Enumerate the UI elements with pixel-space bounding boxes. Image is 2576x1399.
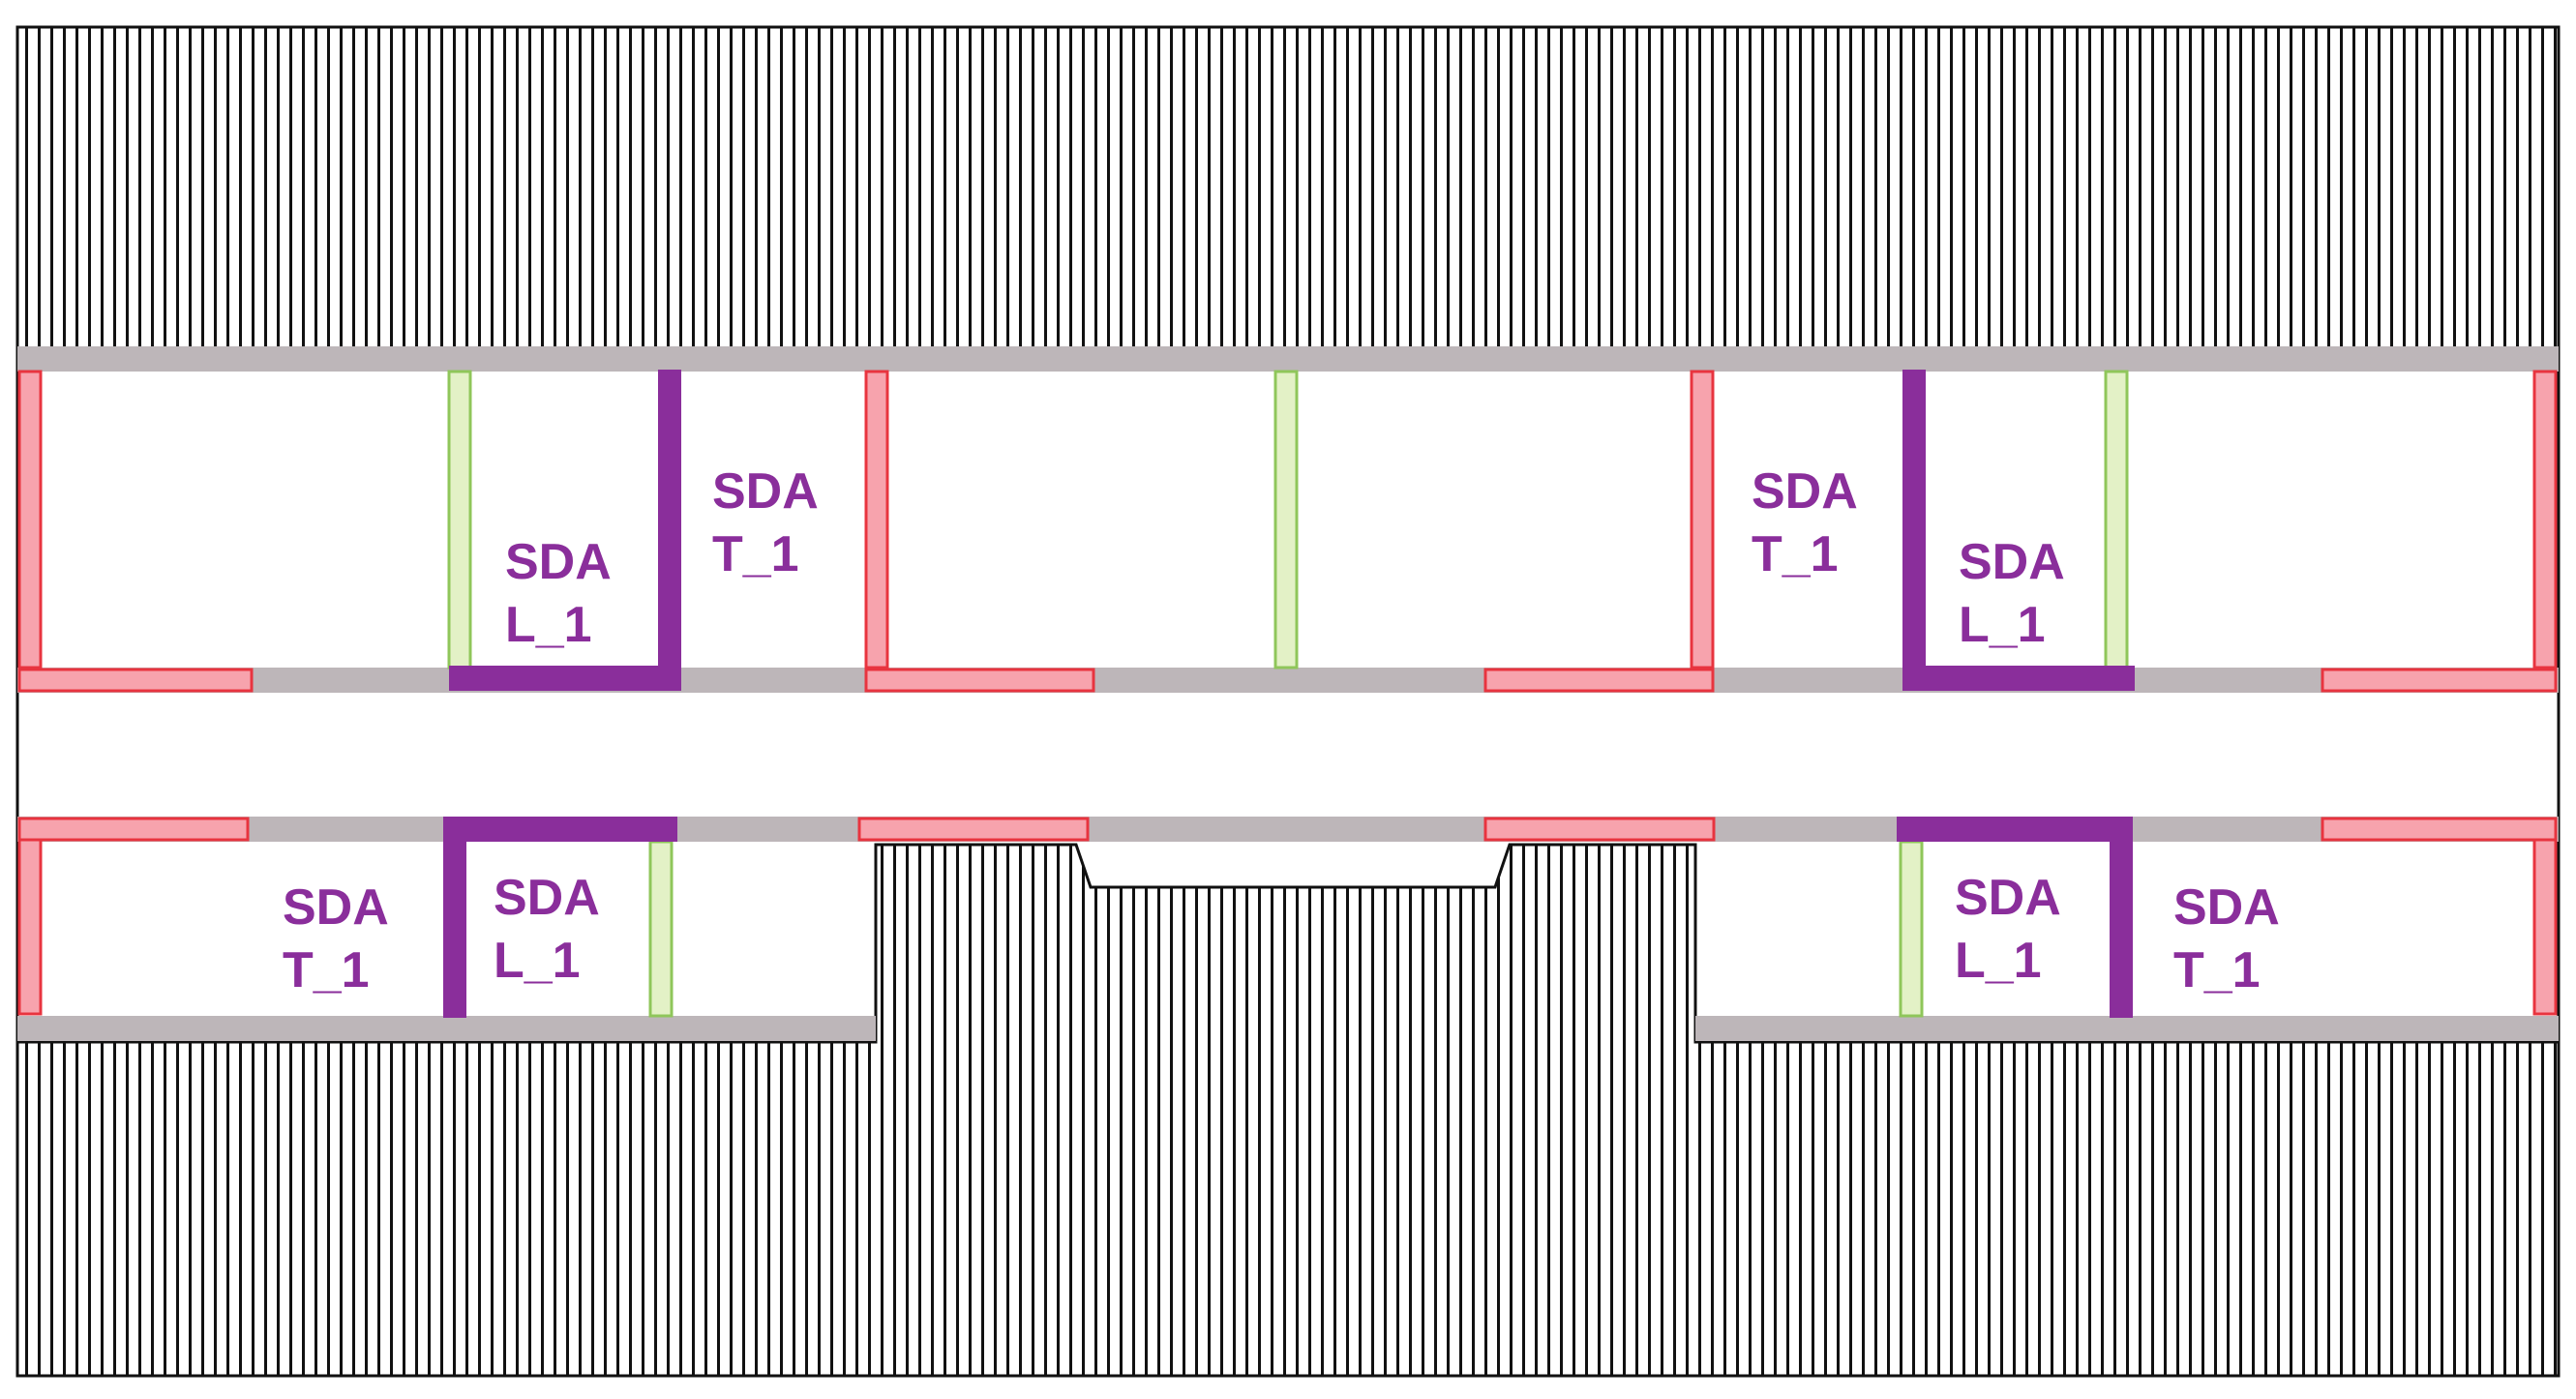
- green-wall: [447, 370, 472, 670]
- red-wall: [17, 838, 43, 1016]
- gray-wall-bottom-right: [1695, 1016, 2559, 1041]
- purple-sda-walls: [443, 370, 2135, 1018]
- red-wall: [864, 370, 889, 670]
- green-wall: [1899, 840, 1924, 1018]
- red-wall: [17, 668, 254, 693]
- sda-label-bottom-left-t-line2: T_1: [283, 942, 370, 998]
- sda-label-bottom-left-t-line1: SDA: [283, 879, 389, 936]
- gray-walls: [17, 346, 2559, 1041]
- sda-label-top-right-t-line1: SDA: [1752, 463, 1858, 520]
- purple-wall: [658, 370, 681, 691]
- green-wall: [2104, 370, 2129, 670]
- green-wall: [1273, 370, 1299, 670]
- red-wall: [2321, 817, 2558, 842]
- sda-label-bottom-left-l-line2: L_1: [494, 933, 581, 989]
- sda-label-bottom-right-l-line1: SDA: [1955, 870, 2061, 926]
- red-wall: [2532, 838, 2558, 1016]
- purple-wall: [1902, 666, 2135, 691]
- sda-label-top-left-l-line2: L_1: [505, 597, 592, 653]
- green-wall: [648, 840, 674, 1018]
- hatch-top-wall: [15, 25, 2561, 352]
- purple-wall: [1897, 817, 2133, 842]
- purple-wall: [443, 817, 677, 842]
- red-wall: [2532, 370, 2558, 670]
- sda-label-bottom-left-l-line1: SDA: [494, 870, 600, 926]
- gray-wall-corridor-upper: [17, 668, 2559, 693]
- red-wall: [1690, 370, 1715, 670]
- gray-wall-top: [17, 346, 2559, 372]
- red-walls: [17, 370, 2558, 1016]
- green-walls: [447, 370, 2129, 1018]
- sda-label-top-right-l-line2: L_1: [1959, 597, 2046, 653]
- sda-label-bottom-right-l-line2: L_1: [1955, 933, 2042, 989]
- red-wall: [1483, 817, 1716, 842]
- sda-label-bottom-right-t-line2: T_1: [2173, 942, 2261, 998]
- red-wall: [857, 817, 1090, 842]
- red-wall: [17, 370, 43, 670]
- sda-label-top-left-t-line1: SDA: [712, 463, 819, 520]
- outline-lines: [15, 350, 2561, 1042]
- hatch-bottom-wall: [15, 843, 2561, 1378]
- purple-wall: [2110, 817, 2133, 1018]
- purple-wall: [443, 817, 466, 1018]
- sda-label-top-right-l-line1: SDA: [1959, 534, 2065, 590]
- red-wall: [2321, 668, 2558, 693]
- red-wall: [1483, 668, 1715, 693]
- sda-labels: SDA L_1 SDA T_1 SDA T_1 SDA L_1 SDA T_1 …: [283, 463, 2280, 998]
- sda-label-bottom-right-t-line1: SDA: [2173, 879, 2280, 936]
- gray-wall-corridor-lower: [17, 817, 2559, 842]
- hatched-regions: [15, 25, 2561, 1378]
- purple-wall: [1902, 370, 1926, 691]
- purple-wall: [449, 666, 681, 691]
- gray-wall-bottom-left: [17, 1016, 876, 1041]
- sda-label-top-right-t-line2: T_1: [1752, 526, 1839, 582]
- sda-label-top-left-l-line1: SDA: [505, 534, 612, 590]
- red-wall: [864, 668, 1095, 693]
- red-wall: [17, 817, 250, 842]
- sda-label-top-left-t-line2: T_1: [712, 526, 799, 582]
